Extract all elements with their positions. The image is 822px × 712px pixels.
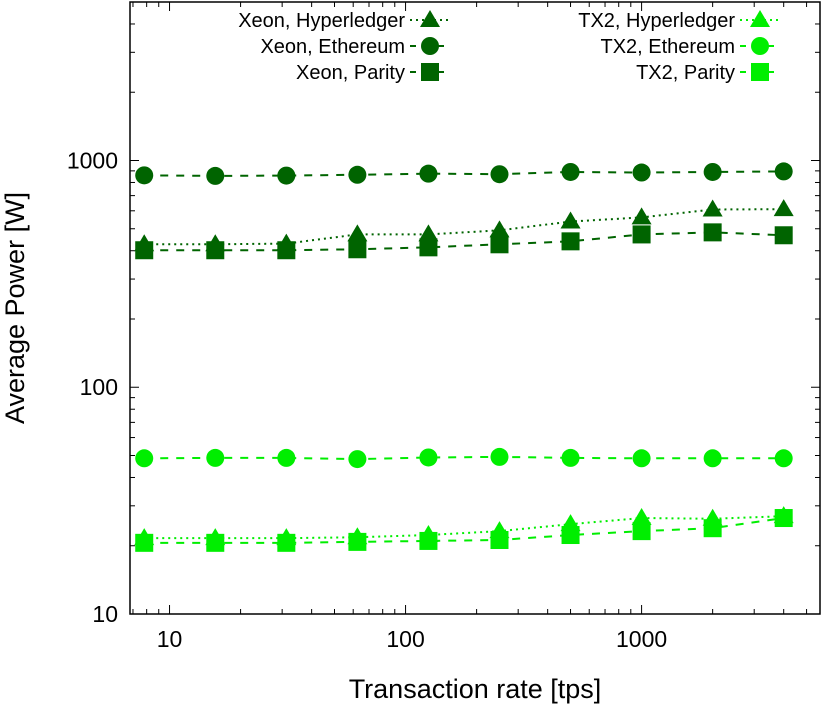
series-line (144, 455, 784, 461)
data-point (206, 533, 225, 552)
data-point (206, 166, 225, 185)
data-point (277, 533, 296, 552)
data-point (206, 448, 225, 467)
circle-icon (751, 37, 769, 55)
data-point (703, 449, 722, 468)
data-point (703, 519, 722, 538)
data-point (277, 241, 296, 260)
legend-item: TX2, Parity (636, 62, 780, 84)
data-point (348, 165, 367, 184)
data-point (135, 166, 154, 185)
data-point (561, 448, 580, 467)
data-point (348, 240, 367, 259)
data-point (703, 223, 722, 242)
data-point (348, 532, 367, 551)
series-tx2-hyperledger (134, 506, 794, 546)
x-tick-label: 10 (157, 626, 183, 652)
data-point (774, 162, 793, 181)
data-point (419, 164, 438, 183)
series-line (144, 515, 784, 540)
data-point (703, 162, 722, 181)
data-point (490, 531, 509, 550)
data-point (631, 207, 652, 225)
data-point (490, 235, 509, 254)
data-point (560, 211, 581, 229)
y-axis-label: Average Power [W] (0, 192, 30, 424)
data-point (135, 533, 154, 552)
square-icon (751, 63, 769, 81)
data-point (418, 224, 439, 242)
series-xeon-parity (135, 223, 793, 260)
y-tick-label: 1000 (67, 147, 118, 173)
data-point (631, 508, 652, 526)
series-line (144, 170, 784, 177)
data-point (632, 225, 651, 244)
series-line (144, 208, 784, 246)
series-line (144, 517, 784, 544)
data-point (206, 241, 225, 260)
series-tx2-ethereum (135, 447, 793, 469)
data-point (561, 526, 580, 545)
legend-item: Xeon, Hyperledger (238, 10, 450, 32)
data-point (561, 162, 580, 181)
data-point (419, 448, 438, 467)
data-point (490, 447, 509, 466)
legend-item: Xeon, Ethereum (260, 36, 450, 58)
x-tick-label: 1000 (616, 626, 667, 652)
data-point (277, 448, 296, 467)
y-tick-label: 10 (92, 601, 118, 627)
legend-label: TX2, Hyperledger (578, 10, 735, 32)
series-tx2-parity (135, 509, 793, 552)
legend-item: TX2, Hyperledger (578, 10, 780, 32)
y-tick-label: 100 (80, 374, 118, 400)
data-point (348, 450, 367, 469)
data-point (277, 166, 296, 185)
x-tick-label: 100 (386, 626, 424, 652)
data-point (561, 232, 580, 251)
data-point (632, 163, 651, 182)
legend-label: Xeon, Parity (296, 62, 405, 84)
legend-label: Xeon, Ethereum (260, 36, 405, 58)
data-point (774, 226, 793, 245)
data-point (632, 449, 651, 468)
legend-label: Xeon, Hyperledger (238, 10, 405, 32)
plot-frame (129, 1, 821, 615)
triangle-icon (420, 10, 440, 27)
data-point (419, 238, 438, 257)
triangle-icon (750, 10, 770, 27)
series-line (144, 231, 784, 252)
data-point (774, 509, 793, 528)
legend-item: Xeon, Parity (296, 62, 450, 84)
x-axis-label: Transaction rate [tps] (349, 674, 602, 704)
data-point (347, 224, 368, 242)
series-xeon-hyperledger (134, 199, 794, 252)
square-icon (421, 63, 439, 81)
data-point (135, 241, 154, 260)
legend-item: TX2, Ethereum (600, 36, 780, 58)
series-xeon-ethereum (135, 162, 793, 185)
data-point (774, 449, 793, 468)
legend-label: TX2, Parity (636, 62, 735, 84)
legend-label: TX2, Ethereum (600, 36, 735, 58)
data-point (632, 522, 651, 541)
data-point (702, 199, 723, 217)
data-point (490, 165, 509, 184)
data-point (135, 449, 154, 468)
data-point (419, 531, 438, 550)
data-point (489, 220, 510, 238)
circle-icon (421, 37, 439, 55)
data-point (773, 199, 794, 217)
